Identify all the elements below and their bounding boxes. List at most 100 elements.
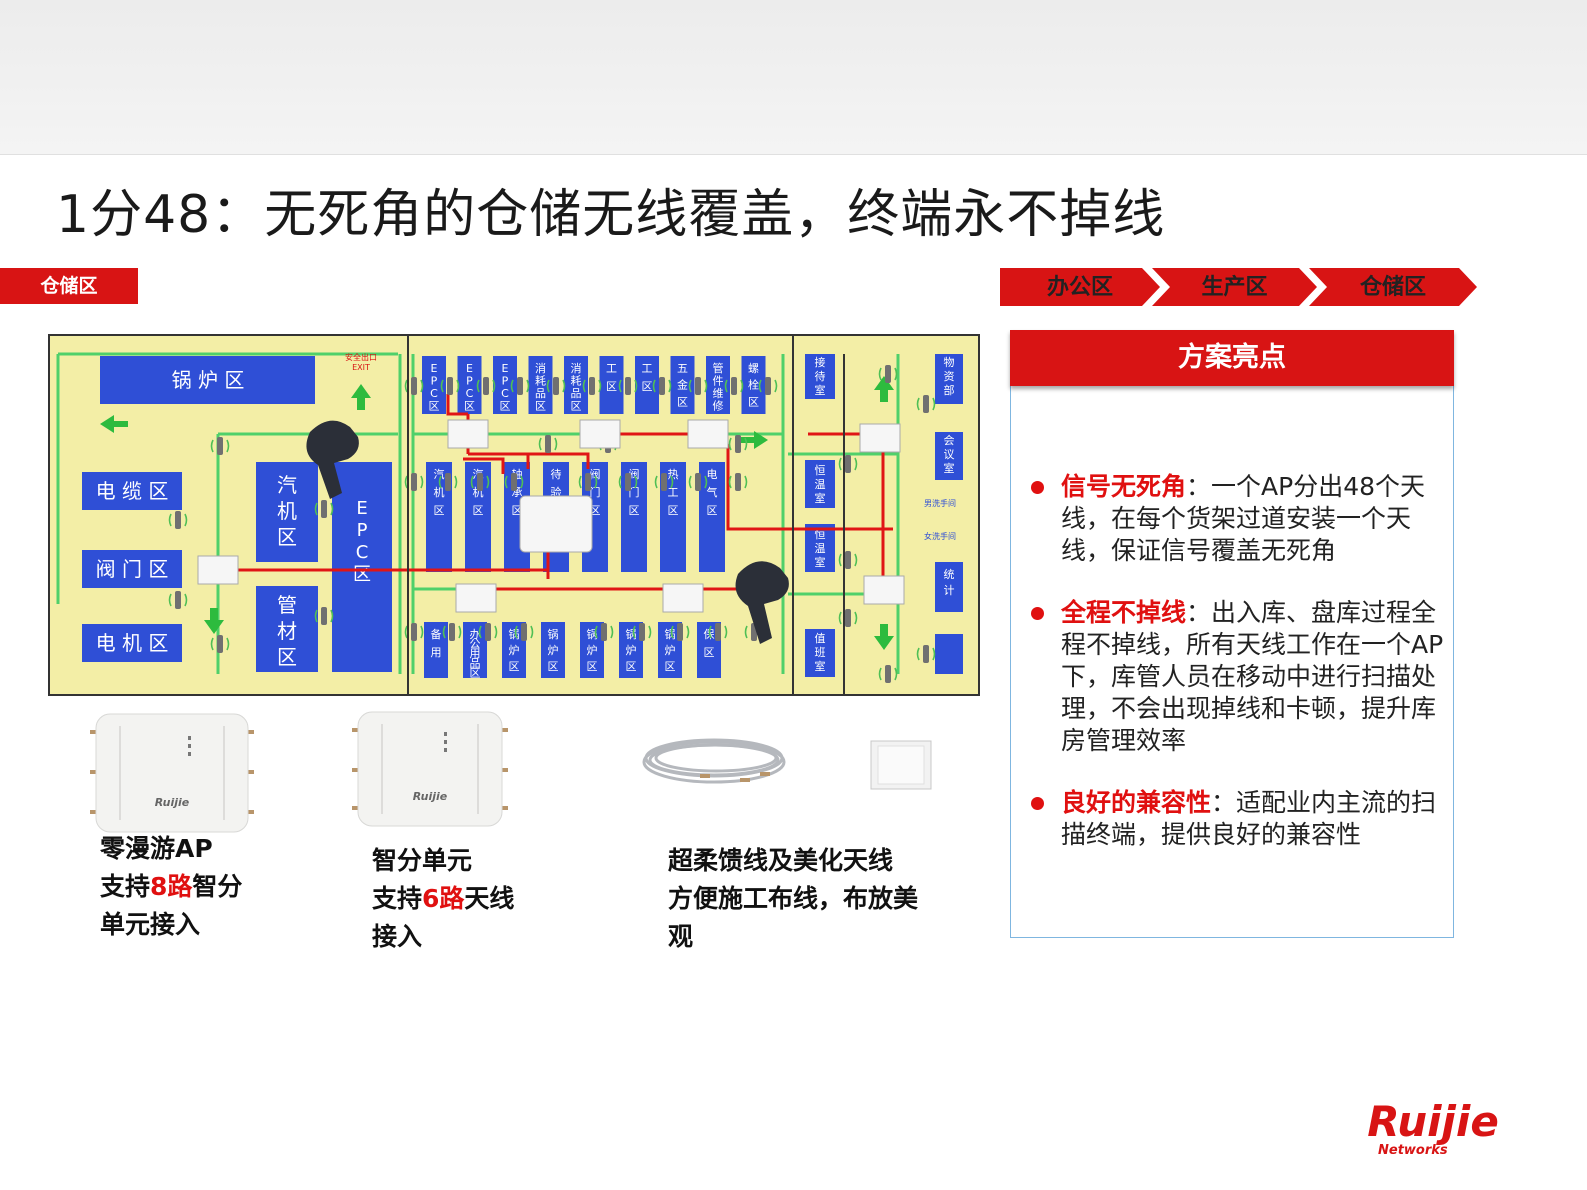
svg-text:P: P <box>502 375 509 388</box>
svg-text:五: 五 <box>677 362 688 375</box>
svg-text:C: C <box>356 542 369 563</box>
room-boiler <box>100 356 315 404</box>
svg-text:门: 门 <box>629 485 640 499</box>
antenna-icon <box>652 377 672 395</box>
highlight-item: 良好的兼容性：适配业内主流的扫描终端，提供良好的兼容性 <box>1025 787 1445 851</box>
left-zone-rooms <box>82 356 392 672</box>
svg-text:汽: 汽 <box>434 467 445 481</box>
bullet-icon <box>1031 481 1044 494</box>
svg-text:工: 工 <box>606 362 617 375</box>
shelf <box>670 356 695 414</box>
svg-text:阀: 阀 <box>590 467 601 481</box>
caption-split-unit: 智分单元 支持6路天线 接入 <box>372 842 514 956</box>
ap-device-image: Ruijie <box>90 713 254 833</box>
label-valve: 阀 门 区 <box>96 557 169 581</box>
svg-text:区: 区 <box>277 645 297 669</box>
shelf <box>493 356 517 414</box>
svg-text:E: E <box>431 362 438 375</box>
svg-text:区: 区 <box>707 504 718 517</box>
antenna-icon <box>728 473 748 491</box>
svg-text:锅: 锅 <box>626 628 637 641</box>
antenna-icon <box>728 435 748 453</box>
svg-text:P: P <box>466 375 473 388</box>
right-zone-rooms <box>805 354 963 677</box>
barcode-scanners <box>306 420 789 644</box>
svg-text:金: 金 <box>677 378 688 392</box>
antenna-icon <box>168 591 188 609</box>
svg-text:区: 区 <box>626 660 637 673</box>
svg-text:区: 区 <box>277 525 297 549</box>
svg-text:议: 议 <box>944 448 955 461</box>
svg-text:计: 计 <box>944 584 955 597</box>
antenna-icon <box>708 623 728 641</box>
svg-text:机: 机 <box>473 485 484 499</box>
svg-text:室: 室 <box>815 659 826 673</box>
svg-text:消: 消 <box>571 361 582 375</box>
antenna-icon <box>688 473 708 491</box>
svg-text:物: 物 <box>944 355 955 369</box>
svg-text:栓: 栓 <box>748 378 759 392</box>
antenna-icon <box>476 377 496 395</box>
svg-text:工: 工 <box>642 362 653 375</box>
svg-text:耗: 耗 <box>535 375 546 388</box>
svg-text:恒: 恒 <box>815 528 826 541</box>
svg-text:接: 接 <box>815 356 826 369</box>
svg-text:区: 区 <box>642 380 653 393</box>
caption-feeder-line2: 方便施工布线，布放美 <box>668 884 919 913</box>
svg-text:区: 区 <box>434 504 445 517</box>
svg-text:区: 区 <box>353 564 371 585</box>
ruijie-logo: Ruijie Networks <box>1367 1100 1499 1158</box>
svg-text:电: 电 <box>707 468 718 481</box>
svg-text:炉: 炉 <box>665 644 676 657</box>
antenna-icon <box>654 473 674 491</box>
svg-text:阀: 阀 <box>629 467 640 481</box>
exit-arrows <box>100 376 894 650</box>
caption-feeder-line3: 观 <box>668 922 694 951</box>
svg-text:办: 办 <box>470 628 481 641</box>
antenna-icon <box>838 609 858 627</box>
svg-text:待: 待 <box>815 369 826 383</box>
svg-text:区: 区 <box>704 646 715 659</box>
caption-feeder: 超柔馈线及美化天线 方便施工布线，布放美 观 <box>668 842 918 956</box>
svg-text:炉: 炉 <box>626 644 637 657</box>
svg-text:Ruijie: Ruijie <box>1367 1100 1499 1146</box>
svg-text:锅: 锅 <box>587 628 598 641</box>
shelf <box>699 462 725 572</box>
antenna-icon <box>916 395 936 413</box>
svg-text:待: 待 <box>551 467 562 481</box>
header-band <box>0 0 1587 155</box>
svg-text:锅: 锅 <box>665 628 676 641</box>
antenna-icon <box>916 645 936 663</box>
svg-text:轴: 轴 <box>512 467 523 481</box>
ap-units <box>197 419 905 613</box>
caption-split-line1: 智分单元 <box>372 846 473 875</box>
svg-text:区: 区 <box>429 400 440 413</box>
svg-text:E: E <box>356 498 367 519</box>
antenna-icon <box>210 635 230 653</box>
antenna-icon <box>838 455 858 473</box>
svg-text:验: 验 <box>551 485 562 499</box>
caption-ap: 零漫游AP 支持8路智分 单元接入 <box>100 830 242 944</box>
smart-split-unit-image: Ruijie <box>352 711 508 827</box>
svg-text:班: 班 <box>815 646 826 659</box>
svg-text:C: C <box>466 387 474 400</box>
svg-text:工: 工 <box>668 486 679 499</box>
svg-text:耗: 耗 <box>571 375 582 388</box>
antenna-icon <box>758 377 778 395</box>
antenna-icon <box>504 473 524 491</box>
antenna-icon <box>210 437 230 455</box>
highlights-panel: 方案亮点 信号无死角：一个AP分出48个天线，在每个货架过道安装一个天线，保证信… <box>1010 330 1454 938</box>
room-valve <box>82 550 182 588</box>
svg-text:区: 区 <box>677 395 688 408</box>
svg-text:E: E <box>502 362 509 375</box>
label-motor: 电 机 区 <box>96 631 169 655</box>
svg-text:统: 统 <box>944 568 955 581</box>
svg-text:区: 区 <box>535 400 546 413</box>
antenna-icon <box>688 377 708 395</box>
highlight-list: 信号无死角：一个AP分出48个天线，在每个货架过道安装一个天线，保证信号覆盖无死… <box>1025 471 1445 881</box>
room-pipe <box>256 586 318 672</box>
svg-text:区: 区 <box>473 504 484 517</box>
shelf <box>463 622 487 678</box>
